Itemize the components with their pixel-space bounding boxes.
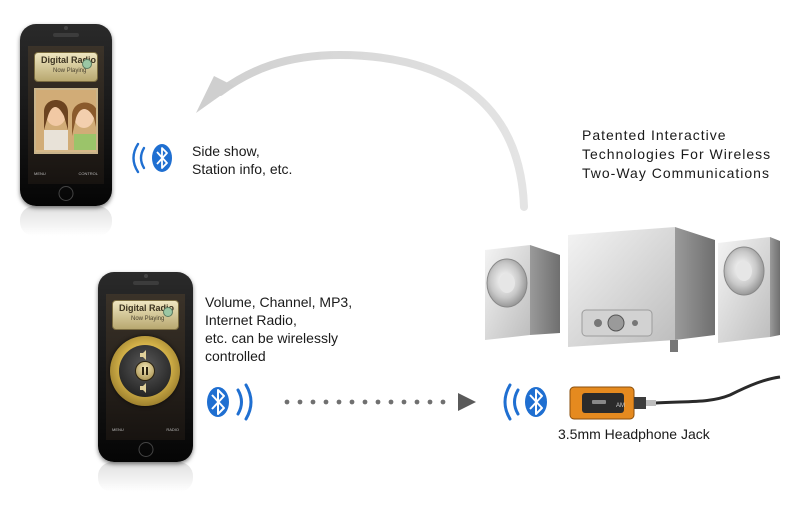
speaker-system-icon <box>485 227 780 352</box>
control-dial <box>110 336 180 406</box>
volume-down-icon <box>140 383 146 393</box>
controls-label-3: etc. can be wirelessly <box>205 330 339 346</box>
dial-ring <box>119 345 171 397</box>
radio-indicator-icon <box>163 307 173 317</box>
home-button <box>58 186 74 201</box>
home-button <box>138 442 153 457</box>
slideshow-photo <box>34 88 98 154</box>
softkeys: MENU CONTROL <box>28 171 104 183</box>
radio-title: Digital Radio <box>119 303 175 313</box>
bluetooth-icon <box>207 383 253 421</box>
play-pause-button <box>135 361 155 381</box>
patent-label-1: Patented Interactive <box>582 127 727 143</box>
softkeys: MENU RADIO <box>106 427 185 439</box>
radio-title: Digital Radio <box>41 55 97 65</box>
pause-icon <box>142 367 148 375</box>
radio-subtitle: Now Playing <box>131 316 165 322</box>
radio-panel: Digital Radio Now Playing <box>112 300 179 330</box>
controls-label-2: Internet Radio, <box>205 312 297 328</box>
headphone-jack-label: 3.5mm Headphone Jack <box>558 426 710 442</box>
bluetooth-receiver-icon: AM <box>569 375 781 420</box>
patent-label-3: Two-Way Communications <box>582 165 770 181</box>
camera-icon <box>143 274 148 278</box>
slideshow-label-1: Side show, <box>192 143 260 159</box>
bluetooth-icon <box>132 142 172 174</box>
earpiece <box>53 33 79 37</box>
phone-screen: Digital Radio Now Playing <box>106 294 185 440</box>
phone-top: Digital Radio Now Playing MENU CONTROL <box>20 24 112 206</box>
arrow-head-icon <box>458 393 476 411</box>
radio-panel: Digital Radio Now Playing <box>34 52 98 82</box>
patent-label-2: Technologies For Wireless <box>582 146 772 162</box>
volume-up-icon <box>140 350 146 360</box>
photo-image <box>36 90 96 150</box>
bluetooth-icon <box>503 383 547 421</box>
radio-subtitle: Now Playing <box>53 68 87 74</box>
softkey-left: MENU <box>112 427 124 432</box>
dotted-line <box>284 393 476 411</box>
radio-indicator-icon <box>82 59 92 69</box>
controls-label-4: controlled <box>205 348 266 364</box>
earpiece <box>132 281 159 285</box>
camera-icon <box>64 26 68 30</box>
softkey-left: MENU <box>34 171 46 176</box>
slideshow-label-2: Station info, etc. <box>192 161 293 177</box>
softkey-right: CONTROL <box>78 171 98 176</box>
softkey-right: RADIO <box>166 427 179 432</box>
phone-bottom: Digital Radio Now Playing <box>98 272 193 462</box>
phone-reflection <box>98 462 193 492</box>
phone-reflection <box>20 206 112 236</box>
phone-screen: Digital Radio Now Playing MENU CONTROL <box>28 46 104 184</box>
svg-text:AM: AM <box>616 403 625 409</box>
controls-label-1: Volume, Channel, MP3, <box>205 294 353 310</box>
